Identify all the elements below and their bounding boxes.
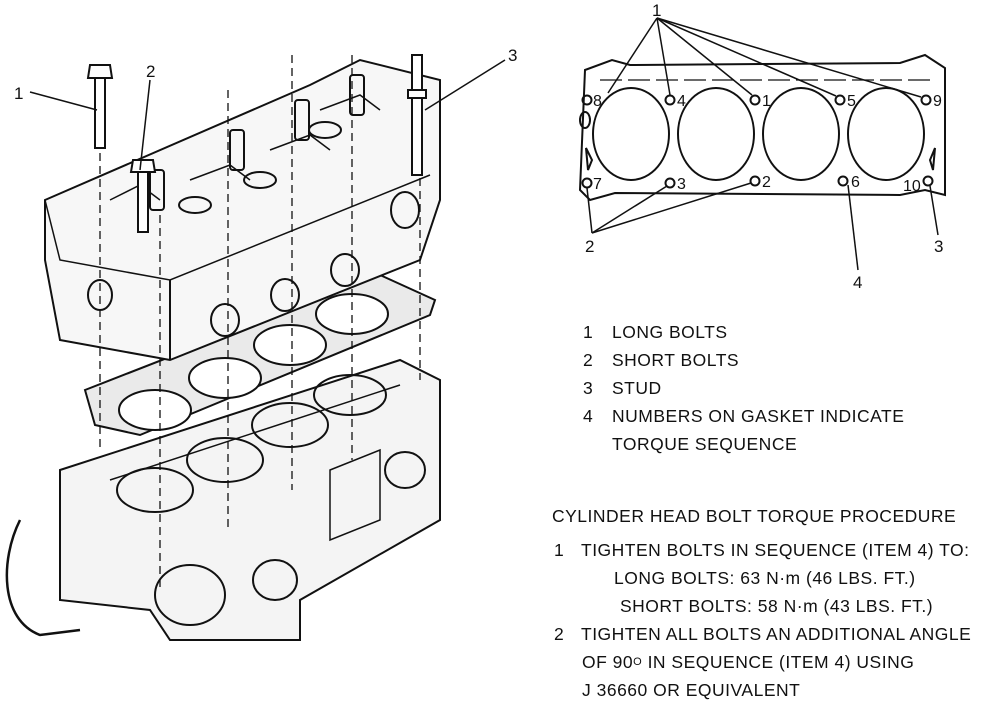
legend-text-continuation: TORQUE SEQUENCE [612,433,798,454]
head-gasket [83,273,437,437]
callout-long-bolts: 1 [14,84,23,103]
legend-item: 3 STUD [583,374,904,402]
procedure-step-2: 2 TIGHTEN ALL BOLTS AN ADDITIONAL ANGLE [552,620,971,648]
bolt-number-6: 6 [851,174,860,191]
cylinder-bore-1 [592,87,670,181]
bolt-hole-10 [922,175,934,187]
legend-number: 3 [583,377,594,398]
bolt-hole-5 [834,94,846,106]
gasket-callout-numbers: 4 [853,273,862,292]
step-number: 1 [554,539,565,560]
legend-item: 4 NUMBERS ON GASKET INDICATE [583,402,904,430]
tool-reference: J 36660 OR EQUIVALENT [582,679,801,700]
bolt-number-3: 3 [677,176,686,193]
bolt-hole-6 [837,175,849,187]
cylinder-bore-2 [677,87,755,181]
bolt-hole-8 [581,94,593,106]
long-bolts-spec: LONG BOLTS: 63 N·m (46 LBS. FT.) [614,567,916,588]
bolt-hole-4 [664,94,676,106]
gasket-callout-stud: 3 [934,237,943,256]
exploded-engine-view [5,54,506,641]
bolt-hole-2 [749,175,761,187]
cylinder-bore-4 [847,87,925,181]
legend-number: 2 [583,349,594,370]
step-text: TIGHTEN BOLTS IN SEQUENCE (ITEM 4) TO: [581,539,970,560]
legend-item: 2 SHORT BOLTS [583,346,904,374]
bolt-number-7: 7 [593,176,602,193]
cylinder-bore-3 [762,87,840,181]
gasket-callout-short-bolts: 2 [585,237,594,256]
bolt-number-9: 9 [933,93,942,110]
legend-text: SHORT BOLTS [612,349,740,370]
bolt-number-4: 4 [677,93,686,110]
bolt-number-2: 2 [762,174,771,191]
bolt-number-5: 5 [847,93,856,110]
bolt-hole-3 [664,177,676,189]
gasket-callout-long-bolts: 1 [652,1,661,20]
degree-symbol: O [633,656,643,668]
short-bolts-spec: SHORT BOLTS: 58 N·m (43 LBS. FT.) [620,595,934,616]
legend-text: STUD [612,377,662,398]
short-bolt [129,159,157,233]
legend-item: 1 LONG BOLTS [583,318,904,346]
gasket-diagram [578,17,946,271]
legend-number: 4 [583,405,594,426]
stud [407,54,427,176]
procedure-step-1: 1 TIGHTEN BOLTS IN SEQUENCE (ITEM 4) TO: [552,536,971,564]
gasket-outline [578,53,946,202]
legend-text: NUMBERS ON GASKET INDICATE [612,405,905,426]
bolt-number-10: 10 [903,178,921,195]
angle-text-rest: IN SEQUENCE (ITEM 4) USING [642,651,915,672]
long-bolt [86,64,114,149]
procedure-title: CYLINDER HEAD BOLT TORQUE PROCEDURE [552,505,957,526]
legend-number: 1 [583,321,594,342]
bolt-hole-9 [920,94,932,106]
bolt-hole-7 [581,177,593,189]
bolt-number-1: 1 [762,93,771,110]
callout-short-bolts: 2 [146,62,155,81]
step-number: 2 [554,623,565,644]
torque-procedure: CYLINDER HEAD BOLT TORQUE PROCEDURE 1 TI… [552,502,971,704]
step-text: TIGHTEN ALL BOLTS AN ADDITIONAL ANGLE [581,623,972,644]
bolt-hole-1 [749,94,761,106]
legend: 1 LONG BOLTS 2 SHORT BOLTS 3 STUD 4 NUMB… [583,318,904,458]
angle-text: OF 90 [582,651,634,672]
legend-text: LONG BOLTS [612,321,728,342]
engine-block [5,358,441,641]
bolt-number-8: 8 [593,93,602,110]
callout-stud: 3 [508,46,517,65]
